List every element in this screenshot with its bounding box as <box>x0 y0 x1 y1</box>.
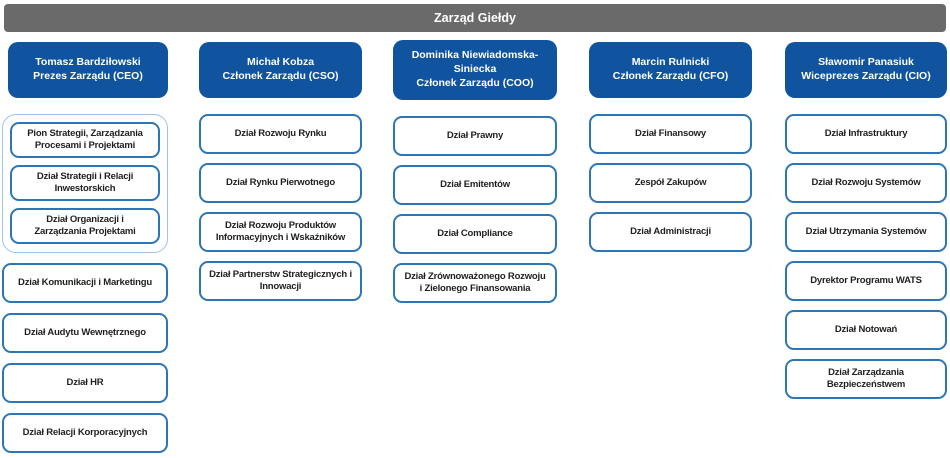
department-box: Dział Audytu Wewnętrznego <box>2 313 168 353</box>
department-box: Dział Strategii i Relacji Inwestorskich <box>10 165 160 201</box>
executive-name: Tomasz Bardziłowski <box>35 56 141 69</box>
column-ceo: Tomasz Bardziłowski Prezes Zarządu (CEO)… <box>2 42 168 453</box>
department-box: Dział Zarządzania Bezpieczeństwem <box>785 359 947 399</box>
column-coo: Dominika Niewiadomska- Siniecka Członek … <box>393 40 557 303</box>
strategy-group: Pion Strategii, Zarządzania Procesami i … <box>2 114 168 253</box>
department-box: Dział Emitentów <box>393 165 557 205</box>
department-box: Dyrektor Programu WATS <box>785 261 947 301</box>
department-box: Dział Administracji <box>589 212 752 252</box>
department-box: Dział Zrównoważonego Rozwoju i Zielonego… <box>393 263 557 303</box>
executive-role: Członek Zarządu (CFO) <box>612 70 729 82</box>
department-box: Dział Finansowy <box>589 114 752 154</box>
board-header: Zarząd Giełdy <box>4 4 946 32</box>
department-box: Dział Komunikacji i Marketingu <box>2 263 168 303</box>
department-box: Dział Rozwoju Systemów <box>785 163 947 203</box>
column-cio: Sławomir Panasiuk Wiceprezes Zarządu (CI… <box>785 42 947 399</box>
executive-box: Dominika Niewiadomska- Siniecka Członek … <box>393 40 557 100</box>
department-box: Dział Rozwoju Rynku <box>199 114 362 154</box>
executive-box: Michał Kobza Członek Zarządu (CSO) <box>199 42 362 98</box>
executive-role: Wiceprezes Zarządu (CIO) <box>801 70 931 82</box>
department-box: Dział Relacji Korporacyjnych <box>2 413 168 453</box>
executive-name: Michał Kobza <box>246 56 315 69</box>
department-box: Dział Compliance <box>393 214 557 254</box>
department-box: Dział Organizacji i Zarządzania Projekta… <box>10 208 160 244</box>
department-box: Dział HR <box>2 363 168 403</box>
department-box: Zespół Zakupów <box>589 163 752 203</box>
executive-box: Sławomir Panasiuk Wiceprezes Zarządu (CI… <box>785 42 947 98</box>
department-box: Dział Utrzymania Systemów <box>785 212 947 252</box>
executive-name: Marcin Rulnicki <box>631 56 710 69</box>
executive-name: Dominika Niewiadomska- Siniecka <box>411 49 539 76</box>
department-box: Dział Rozwoju Produktów Informacyjnych i… <box>199 212 362 252</box>
department-box: Dział Notowań <box>785 310 947 350</box>
executive-role: Członek Zarządu (COO) <box>416 76 534 89</box>
department-box: Dział Prawny <box>393 116 557 156</box>
column-cso: Michał Kobza Członek Zarządu (CSO) Dział… <box>199 42 362 301</box>
executive-name: Sławomir Panasiuk <box>818 56 914 69</box>
department-box: Dział Rynku Pierwotnego <box>199 163 362 203</box>
department-box: Dział Infrastruktury <box>785 114 947 154</box>
executive-role: Prezes Zarządu (CEO) <box>33 70 143 82</box>
executive-role: Członek Zarządu (CSO) <box>222 70 339 82</box>
executive-box: Tomasz Bardziłowski Prezes Zarządu (CEO) <box>8 42 168 98</box>
column-cfo: Marcin Rulnicki Członek Zarządu (CFO) Dz… <box>589 42 752 252</box>
department-box: Dział Partnerstw Strategicznych i Innowa… <box>199 261 362 301</box>
department-box: Pion Strategii, Zarządzania Procesami i … <box>10 122 160 158</box>
executive-box: Marcin Rulnicki Członek Zarządu (CFO) <box>589 42 752 98</box>
